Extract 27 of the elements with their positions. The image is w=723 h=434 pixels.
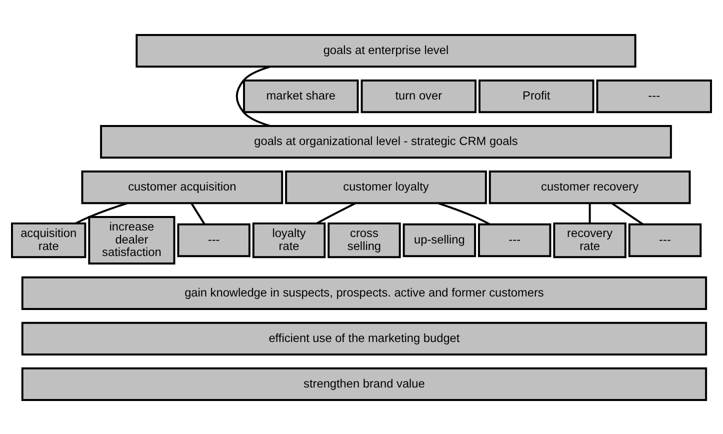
node-box: increase dealer satisfaction [88,216,176,264]
node-box: customer recovery [488,170,691,204]
node-box: --- [596,78,712,113]
node-box: up-selling [402,222,476,257]
node-box: cross selling [328,222,401,258]
node-box: loyalty rate [252,222,326,258]
connector [611,202,644,225]
node-box: customer acquisition [81,170,284,204]
node-box: recovery rate [553,222,626,258]
connector [236,65,270,126]
node-box: goals at enterprise level [136,33,636,68]
node-box: goals at organizational level - strategic CRM goals [100,124,672,158]
node-box: strengthen brand value [21,366,708,401]
node-box: customer loyalty [285,170,487,204]
node-box: Profit [478,78,594,113]
connector [438,202,490,225]
node-box: acquisition rate [11,222,86,258]
connector [190,202,206,224]
node-box: turn over [360,78,477,113]
node-box: --- [628,222,702,257]
node-box: market share [243,78,359,113]
connector [316,202,356,224]
node-box: gain knowledge in suspects, prospects. active and former customers [21,276,708,310]
node-box: --- [177,222,250,257]
node-box: efficient use of the marketing budget [21,321,708,356]
node-box: --- [478,222,552,257]
connector [588,202,591,223]
